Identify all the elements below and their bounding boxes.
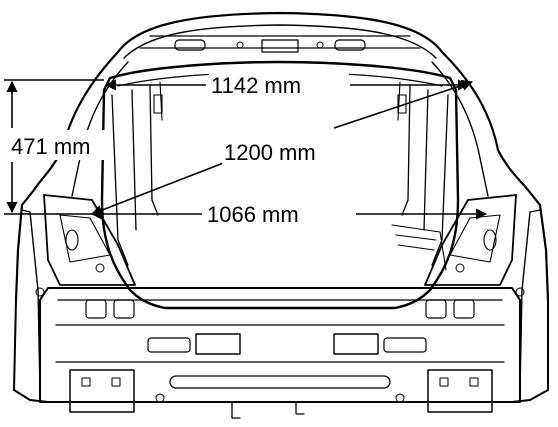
label-bg-height [8, 130, 108, 160]
height-label: 471 mm [11, 134, 90, 159]
dimension-lines [4, 79, 488, 220]
left-lamp-pocket [43, 194, 136, 286]
label-bg-lower [205, 198, 355, 228]
upper-width-label: 1142 mm [211, 73, 301, 98]
diagonal-label: 1200 mm [224, 140, 316, 165]
right-lamp-pocket [424, 194, 517, 286]
label-bg-upper [209, 69, 349, 99]
label-bg-diagonal [222, 136, 334, 166]
roof-header-slots [174, 39, 366, 53]
lower-width-label: 1066 mm [207, 202, 299, 227]
rear-end-panel [35, 287, 525, 419]
